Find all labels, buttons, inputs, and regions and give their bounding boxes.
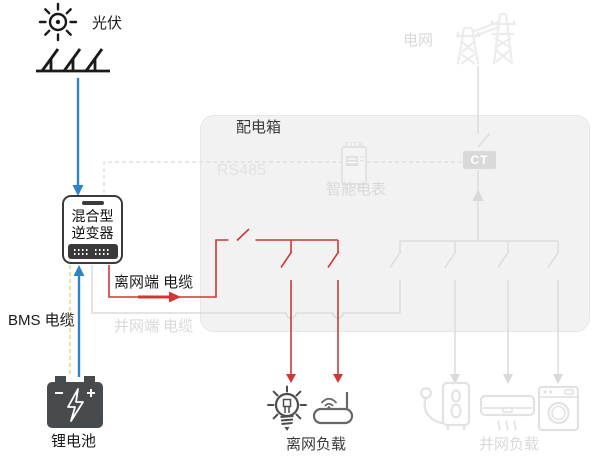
offgrid-cable-label: 离网端 电缆 [114, 274, 194, 291]
battery-dc-cable [73, 265, 85, 377]
smart-meter-label: 智能电表 [326, 181, 387, 198]
offgrid-wiring [108, 228, 343, 383]
grid-label: 电网 [403, 32, 434, 49]
inverter-label-line2: 逆变器 [71, 225, 114, 241]
lithium-battery-icon [47, 376, 103, 428]
water-heater-icon [420, 381, 471, 430]
distribution-box-label: 配电箱 [236, 119, 282, 136]
washing-machine-icon [538, 385, 580, 432]
wifi-router-icon [312, 392, 354, 425]
hybrid-inverter-icon: 混合型 逆变器 [62, 195, 123, 264]
bms-cable-label: BMS 电缆 [8, 312, 75, 329]
grid-side-wiring [91, 66, 563, 384]
inverter-vent [81, 201, 104, 205]
inverter-label-line1: 混合型 [71, 208, 114, 224]
battery-label: 锂电池 [51, 433, 97, 450]
offgrid-load-label: 离网负载 [286, 436, 347, 453]
pv-label: 光伏 [92, 15, 123, 32]
rs485-label: RS485 [217, 162, 266, 179]
sun-solar-panel-icon [36, 2, 110, 73]
pv-dc-cable [72, 78, 84, 196]
ongrid-load-label: 并网负载 [479, 436, 540, 453]
smart-meter-icon [341, 142, 367, 189]
distribution-box [200, 115, 590, 332]
transmission-tower-icon [456, 12, 516, 65]
ct-badge: CT [463, 151, 496, 169]
inverter-ports [67, 244, 118, 259]
ongrid-cable-label: 并网端 电缆 [114, 318, 194, 335]
light-bulb-icon [267, 385, 307, 431]
air-conditioner-icon [480, 394, 536, 431]
rs485-cable-line [103, 161, 461, 193]
